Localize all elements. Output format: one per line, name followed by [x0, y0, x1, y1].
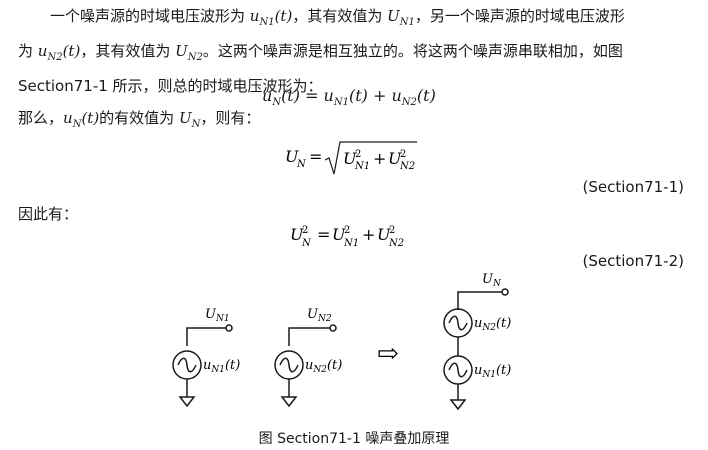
equation-squares: U 2 N = U 2 N1 + U 2 N2	[290, 222, 420, 256]
equation-sum-waveform: uN(t) = uN1(t) + uN2(t)	[262, 86, 436, 109]
svg-text:2: 2	[344, 225, 350, 236]
svg-text:N1: N1	[354, 161, 370, 172]
ground-icon	[280, 396, 298, 408]
svg-text:2: 2	[400, 149, 406, 160]
svg-text:U: U	[285, 147, 299, 166]
svg-text:N: N	[296, 159, 307, 170]
svg-text:+: +	[362, 225, 375, 244]
line-1: 一个噪声源的时域电压波形为 uN1(t)，其有效值为 UN1，另一个噪声源的时域…	[50, 7, 625, 28]
svg-text:2: 2	[355, 149, 361, 160]
paragraph-rms: 那么，uN(t)的有效值为 UN，则有：	[18, 109, 261, 130]
svg-text:N2: N2	[388, 238, 404, 249]
svg-text:U: U	[290, 225, 304, 244]
label-UN: UN	[482, 272, 502, 289]
svg-text:N2: N2	[399, 161, 415, 172]
label-UN2: UN2	[307, 307, 332, 324]
noise-superposition-figure: UN1 uN1(t) UN2 uN2(t) ⇨ UN uN2(t) uN1(t)	[172, 272, 511, 411]
squares-formula: U 2 N = U 2 N1 + U 2 N2	[290, 225, 404, 249]
arrow-icon: ⇨	[377, 339, 399, 369]
ground-icon	[449, 399, 467, 411]
svg-text:U: U	[377, 225, 391, 244]
paragraph-therefore: 因此有：	[18, 205, 79, 223]
sqrt-sign	[324, 141, 417, 175]
series-sources	[443, 288, 509, 411]
svg-text:U: U	[343, 149, 357, 168]
svg-text:=: =	[309, 147, 322, 166]
label-source-2: uN2(t)	[305, 358, 342, 375]
label-source-1: uN1(t)	[203, 358, 240, 375]
line-2: 为 uN2(t)，其有效值为 UN2。这两个噪声源是相互独立的。将这两个噪声源串…	[18, 42, 623, 63]
paragraph-intro: 一个噪声源的时域电压波形为 uN1(t)，其有效值为 UN1，另一个噪声源的时域…	[18, 2, 698, 100]
label-series-source-1: uN1(t)	[474, 363, 511, 380]
svg-text:+: +	[373, 149, 386, 168]
svg-text:U: U	[332, 225, 346, 244]
line-3: Section71-1 所示，则总的时域电压波形为：	[18, 77, 323, 95]
svg-text:2: 2	[302, 225, 308, 236]
sqrt-formula: U N = U 2 N1 + U 2 N2	[285, 141, 417, 175]
svg-text:=: =	[317, 225, 330, 244]
equation-number-1: (Section71-1)	[582, 178, 684, 196]
noise-source-2	[274, 324, 337, 408]
equation-sqrt: U N = U 2 N1 + U 2 N2	[285, 138, 425, 178]
label-UN1: UN1	[205, 307, 230, 324]
label-series-source-2: uN2(t)	[474, 316, 511, 333]
svg-text:N: N	[301, 238, 312, 249]
svg-text:N1: N1	[343, 238, 359, 249]
svg-text:U: U	[388, 149, 402, 168]
figure-caption: 图 Section71-1 噪声叠加原理	[258, 431, 450, 447]
noise-source-1	[172, 324, 233, 408]
ground-icon	[178, 396, 196, 408]
svg-text:2: 2	[389, 225, 395, 236]
equation-number-2: (Section71-2)	[582, 252, 684, 270]
